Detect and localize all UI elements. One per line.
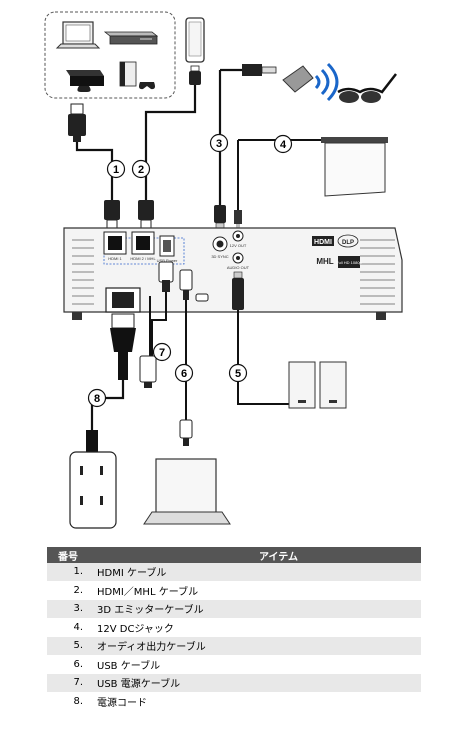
- callout-2: 2: [131, 159, 151, 179]
- row-number: 3.: [47, 599, 89, 618]
- svg-text:DLP: DLP: [342, 240, 354, 246]
- legend-header-row: 番号 アイテム: [47, 547, 421, 563]
- table-row: 1.HDMI ケーブル: [47, 563, 421, 581]
- table-row: 4.12V DCジャック: [47, 618, 421, 637]
- 3d-emitter-plug-icon: [220, 64, 277, 76]
- svg-text:5: 5: [235, 368, 241, 380]
- row-item: USB ケーブル: [89, 655, 421, 674]
- laptop-usb-icon: [143, 458, 231, 525]
- hdmi-logo: HDMI: [312, 236, 334, 246]
- cable-5-line: [237, 310, 290, 405]
- svg-text:1: 1: [113, 164, 119, 176]
- usb-plug-icon: [179, 269, 193, 300]
- wireless-signal-icon: [314, 62, 339, 102]
- dlp-logo: DLP: [337, 234, 359, 248]
- callout-8: 8: [87, 388, 107, 408]
- table-row: 3.3D エミッターケーブル: [47, 599, 421, 618]
- cable-7-line: [151, 292, 167, 360]
- smartphone-icon: [185, 17, 205, 63]
- audio-plug-icon: [232, 271, 244, 310]
- table-row: 7.USB 電源ケーブル: [47, 673, 421, 692]
- svg-text:4: 4: [280, 139, 287, 151]
- row-number: 6.: [47, 655, 89, 674]
- row-item: オーディオ出力ケーブル: [89, 636, 421, 655]
- row-number: 5.: [47, 636, 89, 655]
- legend-header-item: アイテム: [89, 547, 421, 563]
- 3d-sync-port[interactable]: 3D SYNC: [211, 236, 229, 259]
- table-row: 8.電源コード: [47, 692, 421, 711]
- hdmi1-port[interactable]: HDMI 1: [103, 231, 127, 261]
- svg-text:6: 6: [181, 368, 187, 380]
- ac-plug-icon: [110, 313, 136, 380]
- dc-out-port-label: 12V OUT: [230, 243, 247, 248]
- row-item: HDMI ケーブル: [89, 563, 421, 581]
- 3d-emitter-icon: [282, 65, 314, 93]
- 3d-glasses-icon: [337, 73, 397, 103]
- svg-text:2: 2: [138, 164, 144, 176]
- source-devices-box: [44, 11, 176, 99]
- usb-port-rear[interactable]: [195, 293, 209, 302]
- usb-power-port[interactable]: USB Power: [157, 235, 178, 263]
- 3d-sync-port-label: 3D SYNC: [211, 254, 228, 259]
- game-console-tower-icon: [119, 61, 155, 90]
- wall-outlet-icon: [69, 451, 117, 529]
- speakers-icon: [288, 361, 347, 409]
- row-number: 8.: [47, 692, 89, 711]
- hdmi1-port-label: HDMI 1: [108, 256, 122, 261]
- legend-header-number: 番号: [47, 547, 89, 563]
- mhl-logo: MHL: [316, 257, 333, 266]
- svg-text:7: 7: [159, 347, 165, 359]
- usb-power-plug-icon: [158, 261, 174, 292]
- cable-2-line: [144, 85, 197, 200]
- row-item: 12V DCジャック: [89, 618, 421, 637]
- callout-7: 7: [152, 342, 172, 362]
- hdmi-plug-2-icon: [138, 200, 154, 229]
- svg-text:HDMI: HDMI: [314, 239, 332, 246]
- callout-5: 5: [228, 363, 248, 383]
- callout-1: 1: [106, 159, 126, 179]
- usb-power-adapter-icon: [139, 355, 157, 388]
- callout-3: 3: [209, 133, 229, 153]
- 3d-sync-plug-icon: [214, 205, 226, 229]
- audio-out-port[interactable]: AUDIO OUT: [227, 252, 250, 270]
- hdmi-plug-top-icon: [68, 103, 86, 142]
- cable-8-line: [90, 380, 125, 430]
- callout-6: 6: [174, 363, 194, 383]
- legend-table: 番号 アイテム 1.HDMI ケーブル 2.HDMI／MHL ケーブル 3.3D…: [47, 547, 421, 711]
- hdmi2-port[interactable]: HDMI 2 / MHL: [130, 231, 156, 261]
- row-item: 電源コード: [89, 692, 421, 711]
- row-item: HDMI／MHL ケーブル: [89, 581, 421, 600]
- full-hd-logo: Full HD 1080p: [336, 256, 363, 268]
- bluray-player-icon: [103, 31, 159, 45]
- row-item: 3D エミッターケーブル: [89, 599, 421, 618]
- row-number: 7.: [47, 673, 89, 692]
- table-row: 5.オーディオ出力ケーブル: [47, 636, 421, 655]
- row-number: 1.: [47, 563, 89, 581]
- dc-plug-icon: [234, 210, 242, 229]
- svg-text:8: 8: [94, 393, 100, 405]
- hdmi-plug-1-icon: [104, 200, 120, 229]
- row-item: USB 電源ケーブル: [89, 673, 421, 692]
- table-row: 6.USB ケーブル: [47, 655, 421, 674]
- svg-text:3: 3: [216, 138, 222, 150]
- usb-plug-bottom-icon: [179, 419, 193, 446]
- audio-out-port-label: AUDIO OUT: [227, 265, 250, 270]
- callout-4: 4: [273, 134, 293, 154]
- dc-out-port[interactable]: 12V OUT: [230, 230, 247, 248]
- hdmi2-port-label: HDMI 2 / MHL: [130, 256, 156, 261]
- row-number: 2.: [47, 581, 89, 600]
- game-console-icon: [66, 70, 104, 92]
- connection-diagram: HDMI 1 HDMI 2 / MHL USB Power 3D SYNC 12…: [44, 11, 403, 529]
- usb-power-port-label: USB Power: [157, 258, 178, 263]
- laptop-source-icon: [55, 21, 101, 49]
- ac-power-socket[interactable]: [105, 287, 141, 313]
- svg-text:Full HD 1080p: Full HD 1080p: [336, 260, 362, 265]
- projection-screen-icon: [321, 137, 388, 197]
- mhl-plug-icon: [189, 65, 201, 85]
- table-row: 2.HDMI／MHL ケーブル: [47, 581, 421, 600]
- cable-1-line: [75, 142, 114, 200]
- row-number: 4.: [47, 618, 89, 637]
